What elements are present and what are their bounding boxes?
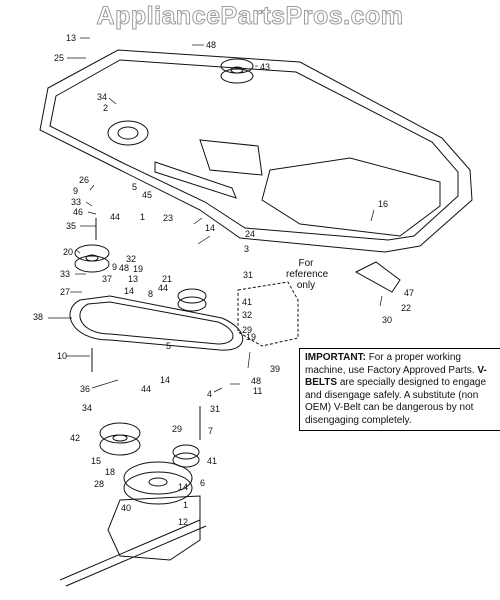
callout-c2: 2 bbox=[103, 103, 108, 113]
pulley-43 bbox=[220, 58, 254, 84]
callout-c34b: 34 bbox=[82, 403, 92, 413]
callout-c3: 3 bbox=[244, 244, 249, 254]
callout-c48c: 48 bbox=[251, 376, 261, 386]
transaxle-axle bbox=[59, 519, 207, 587]
callout-c9a: 9 bbox=[73, 186, 78, 196]
callout-c44c: 44 bbox=[141, 384, 151, 394]
callout-c34a: 34 bbox=[97, 92, 107, 102]
deck-bracket bbox=[199, 139, 263, 176]
deck-hub-inner bbox=[117, 126, 139, 140]
callout-c29a: 29 bbox=[242, 325, 252, 335]
callout-c48a: 48 bbox=[206, 40, 216, 50]
v-belt-38-inner bbox=[79, 301, 234, 345]
callout-c1b: 1 bbox=[183, 500, 188, 510]
callout-c1a: 1 bbox=[140, 212, 145, 222]
callout-c35: 35 bbox=[66, 221, 76, 231]
callout-c48b: 48 bbox=[119, 263, 129, 273]
leader-lines bbox=[48, 37, 383, 393]
callout-c24: 24 bbox=[245, 229, 255, 239]
reference-note-line: reference bbox=[286, 269, 329, 280]
callout-c23: 23 bbox=[163, 213, 173, 223]
bracket-47 bbox=[354, 261, 401, 293]
pulley-41b bbox=[172, 444, 200, 468]
vbelt-text: are specially designed to engage and dis… bbox=[305, 377, 487, 426]
callout-c42: 42 bbox=[70, 433, 80, 443]
callout-c47: 47 bbox=[404, 288, 414, 298]
callout-c10: 10 bbox=[57, 351, 67, 361]
reference-only-note: For reference only bbox=[286, 258, 329, 291]
callout-c41b: 41 bbox=[207, 456, 217, 466]
deck-pan bbox=[261, 157, 441, 237]
reference-bracket bbox=[237, 281, 299, 347]
callout-c14a: 14 bbox=[205, 223, 215, 233]
callout-c14d: 14 bbox=[178, 482, 188, 492]
callout-c41a: 41 bbox=[242, 297, 252, 307]
callout-c33b: 33 bbox=[60, 269, 70, 279]
callout-c9b: 9 bbox=[112, 262, 117, 272]
callout-c7: 7 bbox=[208, 426, 213, 436]
callout-c13b: 13 bbox=[128, 274, 138, 284]
callout-c29b: 29 bbox=[172, 424, 182, 434]
callout-c5b: 5 bbox=[166, 341, 171, 351]
callout-c43: 43 bbox=[260, 62, 270, 72]
callout-c19b: 19 bbox=[246, 332, 256, 342]
callout-c45: 45 bbox=[142, 190, 152, 200]
callout-c44a: 44 bbox=[110, 212, 120, 222]
callout-c5a: 5 bbox=[132, 182, 137, 192]
callout-c16: 16 bbox=[378, 199, 388, 209]
callout-c4: 4 bbox=[207, 389, 212, 399]
callout-c8: 8 bbox=[148, 289, 153, 299]
deck-hub bbox=[107, 120, 149, 146]
callout-c25: 25 bbox=[54, 53, 64, 63]
pulley-idler-41 bbox=[177, 288, 207, 312]
deck-housing bbox=[39, 49, 473, 253]
deck-rim bbox=[49, 59, 459, 241]
callout-c21: 21 bbox=[162, 274, 172, 284]
callout-c13: 13 bbox=[66, 33, 76, 43]
callout-c28: 28 bbox=[94, 479, 104, 489]
important-notice-box: IMPORTANT: For a proper working machine,… bbox=[299, 348, 500, 431]
callout-c31b: 31 bbox=[210, 404, 220, 414]
callout-c30: 30 bbox=[382, 315, 392, 325]
callout-c14b: 14 bbox=[124, 286, 134, 296]
pulley-42 bbox=[99, 422, 141, 456]
callout-c19a: 19 bbox=[133, 264, 143, 274]
callout-c18: 18 bbox=[105, 467, 115, 477]
callout-c12: 12 bbox=[178, 517, 188, 527]
pulley-28 bbox=[123, 461, 193, 505]
important-text: For a proper working machine, use Factor… bbox=[305, 352, 475, 376]
callout-c46: 46 bbox=[73, 207, 83, 217]
callout-c14c: 14 bbox=[160, 375, 170, 385]
callout-c37: 37 bbox=[102, 274, 112, 284]
callout-c33a: 33 bbox=[71, 197, 81, 207]
watermark-logo: AppliancePartsPros.com bbox=[96, 2, 404, 31]
callout-c39: 39 bbox=[270, 364, 280, 374]
important-heading: IMPORTANT: bbox=[305, 352, 366, 363]
callout-c27: 27 bbox=[60, 287, 70, 297]
callout-c38: 38 bbox=[33, 312, 43, 322]
callout-c20: 20 bbox=[63, 247, 73, 257]
callout-c32b: 32 bbox=[242, 310, 252, 320]
transaxle-40 bbox=[107, 495, 201, 561]
deck-slot bbox=[154, 161, 237, 199]
reference-note-line: only bbox=[296, 280, 316, 291]
callout-c44b: 44 bbox=[158, 283, 168, 293]
callout-c22: 22 bbox=[401, 303, 411, 313]
callout-c26: 26 bbox=[79, 175, 89, 185]
callout-c11: 11 bbox=[253, 386, 262, 396]
v-belt-38 bbox=[69, 295, 244, 351]
callout-c32a: 32 bbox=[126, 254, 136, 264]
callout-c31a: 31 bbox=[243, 270, 253, 280]
callout-c40: 40 bbox=[121, 503, 131, 513]
callout-c6: 6 bbox=[200, 478, 205, 488]
callout-c15: 15 bbox=[91, 456, 101, 466]
reference-note-line: For bbox=[298, 258, 314, 269]
callout-c36: 36 bbox=[80, 384, 90, 394]
vbelt-heading: V-BELTS bbox=[305, 364, 487, 389]
pulley-20 bbox=[74, 244, 110, 273]
